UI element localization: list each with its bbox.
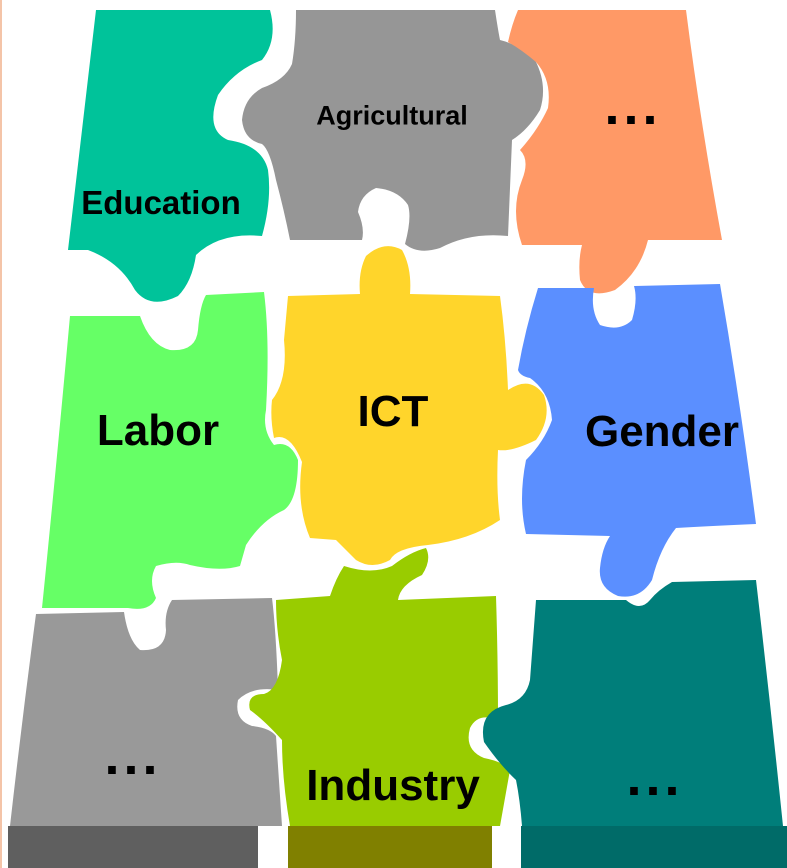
- label-bottom-left: ...: [104, 726, 162, 786]
- piece-bottom-left: [10, 598, 282, 826]
- left-edge-line: [0, 0, 2, 868]
- label-labor: Labor: [96, 406, 220, 455]
- piece-agricultural: [242, 10, 544, 251]
- base-bar-right: [521, 826, 787, 868]
- label-ict: ICT: [357, 387, 429, 436]
- piece-bottom-right: [482, 580, 783, 826]
- label-education: Education: [81, 184, 241, 221]
- label-industry: Industry: [306, 761, 480, 810]
- label-top-right: ...: [604, 76, 662, 136]
- label-agricultural: Agricultural: [316, 100, 468, 131]
- piece-education: [68, 10, 273, 302]
- piece-ict: [271, 246, 547, 565]
- piece-labor: [42, 292, 298, 609]
- label-bottom-right: ...: [626, 747, 684, 807]
- piece-industry: [249, 548, 511, 826]
- piece-top-right: [508, 10, 722, 294]
- base-bar-middle: [288, 826, 492, 868]
- base-bar-left: [8, 826, 258, 868]
- label-gender: Gender: [584, 407, 740, 456]
- piece-gender: [518, 284, 756, 597]
